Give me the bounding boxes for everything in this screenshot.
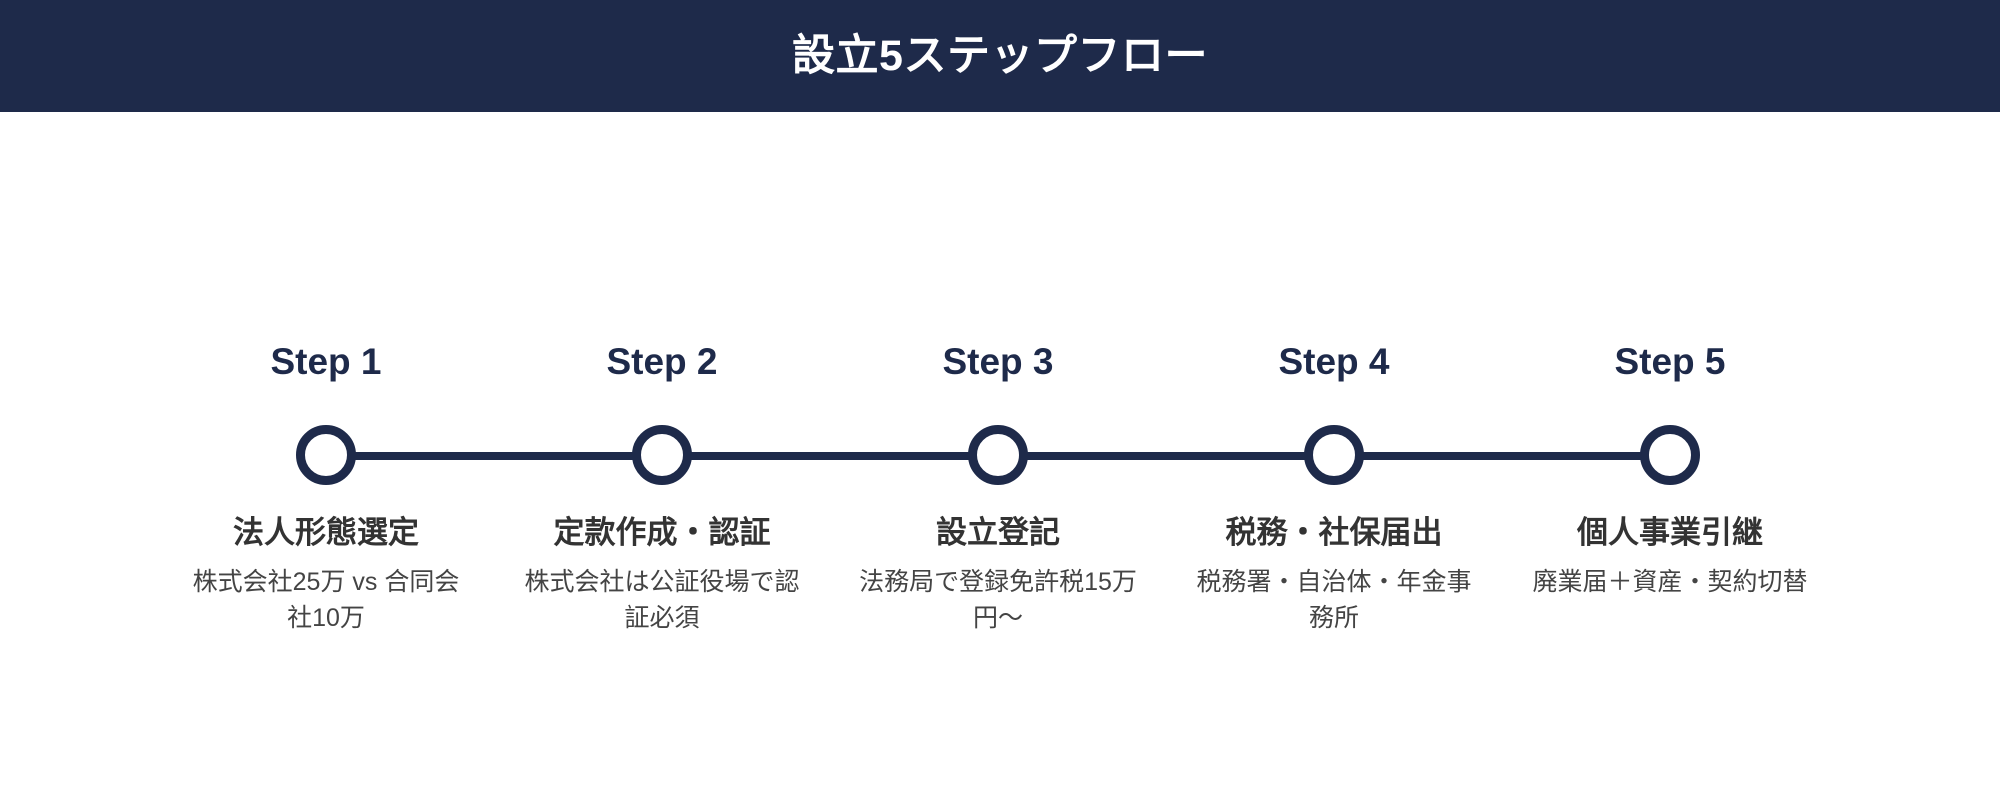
- step-description: 税務署・自治体・年金事務所: [1196, 568, 1472, 633]
- step-title: 定款作成・認証: [553, 515, 771, 550]
- step-title: 法人形態選定: [233, 515, 419, 550]
- step-label: Step 1: [270, 341, 382, 382]
- step-description: 法務局で登録免許税15万円〜: [859, 568, 1137, 633]
- step-label: Step 5: [1614, 341, 1726, 382]
- step-label: Step 3: [942, 341, 1054, 382]
- step-description: 株式会社は公証役場で認証必須: [524, 568, 800, 633]
- step-label: Step 2: [606, 341, 718, 382]
- circle-node-icon: [296, 425, 356, 485]
- circle-node-icon: [1304, 425, 1364, 485]
- circle-node-icon: [632, 425, 692, 485]
- page-title: 設立5ステップフロー: [792, 31, 1208, 80]
- timeline-nodes: Step 1 法人形態選定 株式会社25万 vs 合同会社10万 Step 2 …: [0, 112, 2000, 800]
- circle-node-icon: [968, 425, 1028, 485]
- step-description: 株式会社25万 vs 合同会社10万: [192, 568, 460, 633]
- step-description: 廃業届＋資産・契約切替: [1532, 568, 1808, 596]
- step-label: Step 4: [1278, 341, 1390, 382]
- circle-node-icon: [1640, 425, 1700, 485]
- step-title: 税務・社保届出: [1225, 515, 1443, 550]
- header-bar: 設立5ステップフロー: [0, 0, 2000, 112]
- step-title: 個人事業引継: [1577, 515, 1763, 550]
- step-title: 設立登記: [936, 515, 1060, 550]
- timeline: Step 1 法人形態選定 株式会社25万 vs 合同会社10万 Step 2 …: [0, 112, 2000, 800]
